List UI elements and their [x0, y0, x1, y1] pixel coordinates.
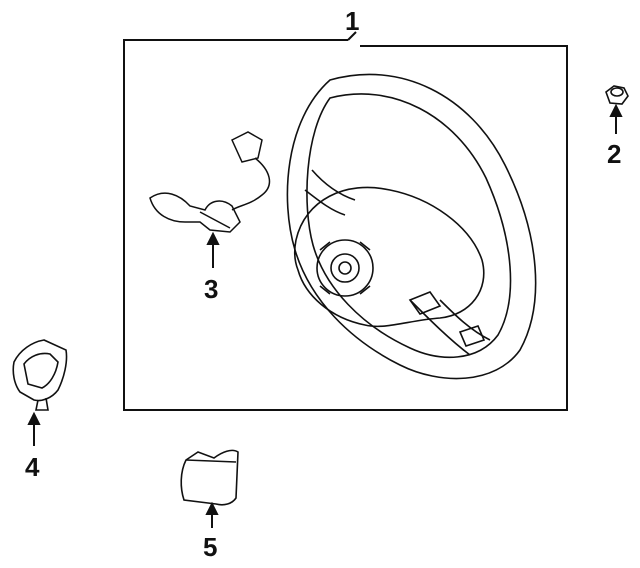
- wheel-center-ribs: [319, 241, 371, 295]
- lower-cover-shell: [12, 339, 68, 402]
- callout-5-leader: [205, 501, 219, 528]
- wheel-left-spoke: [304, 169, 356, 216]
- cover-top-edge: [185, 459, 237, 463]
- callout-1-label: 1: [345, 6, 359, 36]
- steering-wheel-part: [286, 73, 537, 380]
- switch-body: [149, 192, 241, 233]
- switch-wire-harness: [231, 157, 271, 211]
- wheel-switch-opening: [408, 291, 442, 315]
- nut-part: [605, 85, 629, 105]
- callout-5-arrowhead: [205, 501, 219, 515]
- wheel-center-nut-seat: [330, 253, 360, 283]
- callout-2-leader: [609, 103, 623, 134]
- callout-4-label: 4: [25, 452, 40, 482]
- callout-5-label: 5: [203, 532, 217, 562]
- nut-body: [605, 85, 629, 105]
- callout-3-label: 3: [204, 274, 218, 304]
- lower-cover-tab: [35, 397, 49, 411]
- cover-body: [180, 449, 239, 506]
- switch-assembly-part: [149, 131, 271, 233]
- wheel-switch-opening-right: [458, 325, 486, 347]
- callout-4-arrowhead: [27, 411, 41, 425]
- switch-body-detail: [199, 211, 231, 229]
- callout-2-label: 2: [607, 139, 621, 169]
- wheel-inner-rim: [306, 93, 512, 358]
- callout-1-leader: [347, 31, 357, 41]
- wheel-outer-rim: [286, 73, 537, 380]
- callout-2-arrowhead: [609, 103, 623, 117]
- wheel-hub: [293, 186, 485, 328]
- lower-cover-recess: [23, 352, 59, 389]
- callout-3-arrowhead: [206, 231, 220, 245]
- frame-outline: [123, 39, 568, 411]
- lower-cover-part: [12, 339, 68, 411]
- callout-4-leader: [27, 411, 41, 446]
- wheel-center-boss: [316, 239, 374, 297]
- cover-part: [180, 449, 239, 506]
- switch-connector: [231, 131, 263, 163]
- wheel-center-hole: [338, 261, 352, 275]
- wheel-lower-spoke: [409, 299, 491, 356]
- nut-top: [610, 87, 624, 97]
- assembly-frame: [123, 31, 568, 411]
- callout-3-leader: [206, 231, 220, 268]
